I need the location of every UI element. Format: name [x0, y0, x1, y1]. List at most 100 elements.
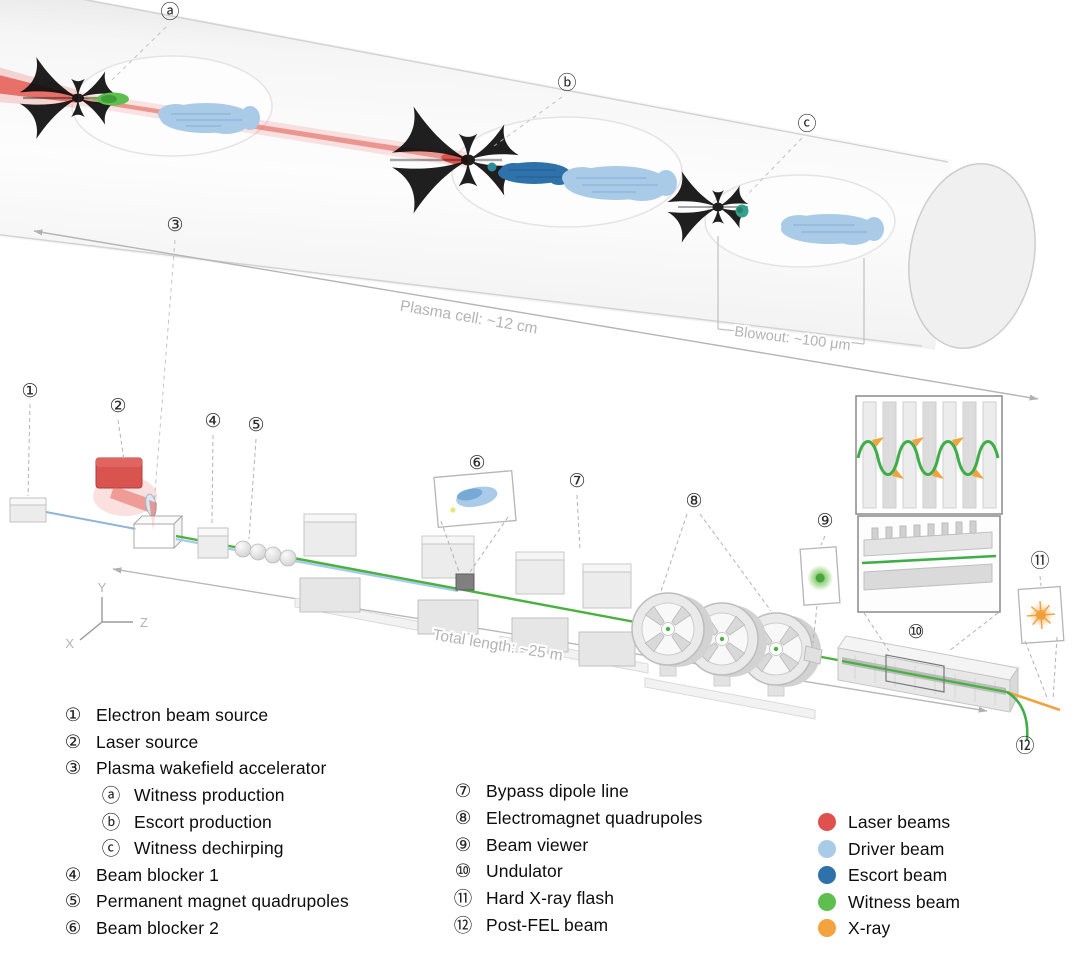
xray-color-dot — [818, 919, 836, 937]
legend-label: Beam blocker 1 — [96, 864, 219, 885]
legend-item-beam-blocker-1: ④ Beam blocker 1 — [62, 864, 219, 886]
legend-item-undulator: ⑩ Undulator — [452, 860, 563, 882]
insetB-leaders — [863, 612, 999, 652]
legend-label: Laser beams — [848, 811, 951, 832]
undulator-top-fins — [871, 520, 977, 541]
witness-beam-c — [735, 204, 749, 218]
marker-12: ⑫ — [1015, 736, 1035, 757]
coordinate-axes — [79, 597, 133, 641]
legend-num: ④ — [64, 864, 82, 885]
laser-cone — [110, 486, 148, 512]
legend-label: Beam blocker 2 — [96, 917, 219, 938]
legend-item-beam-blocker-2: ⑥ Beam blocker 2 — [62, 917, 219, 939]
marker-2: ② — [109, 396, 127, 417]
post-fel-beam-line — [1006, 690, 1029, 741]
beam-viewer-card-9 — [799, 546, 841, 606]
legend-item-post-fel-beam: ⑫ Post-FEL beam — [452, 914, 608, 937]
legend-label: Escort beam — [848, 864, 948, 885]
legend-item-laser-beams: Laser beams — [818, 811, 950, 833]
marker-1: ① — [21, 381, 39, 402]
legend-item-hard-xray-flash: ⑪ Hard X-ray flash — [452, 887, 615, 910]
witness-dot-on-screen — [450, 507, 456, 513]
plasma-structure-a — [19, 56, 117, 140]
legend-item-plasma-wakefield-accelerator: ③ Plasma wakefield accelerator — [62, 757, 327, 779]
legend-item-witness-production: ⓐ Witness production — [100, 784, 285, 807]
undulator-magnet-slabs — [862, 401, 997, 509]
marker-4: ④ — [204, 411, 222, 432]
marker-a: ⓐ — [160, 2, 180, 23]
marker-7: ⑦ — [568, 471, 586, 492]
legend-num: ⓑ — [101, 812, 121, 833]
legend-item-laser-source: ② Laser source — [62, 731, 199, 753]
marker-8: ⑧ — [685, 491, 703, 512]
legend-item-bypass-dipole-line: ⑦ Bypass dipole line — [452, 780, 629, 802]
witness-beam-b — [487, 162, 497, 172]
injector-beam-line — [45, 511, 137, 530]
legend-item-witness-beam: Witness beam — [818, 891, 960, 913]
card11-leaders — [1024, 636, 1058, 701]
plasma-structure-c — [667, 171, 749, 243]
inset-undulator-interior — [857, 515, 1001, 613]
dipole-assembly-1 — [299, 513, 361, 613]
xray-beam-line — [1006, 690, 1061, 712]
legend-label: Undulator — [486, 860, 563, 881]
legend-label: Driver beam — [848, 838, 945, 859]
legend-num: ⑧ — [454, 807, 472, 828]
marker-b: ⓑ — [557, 73, 577, 94]
plasma-cell-box — [132, 514, 184, 550]
legend-item-xray: X-ray — [818, 917, 890, 939]
legend-item-permanent-magnet-quadrupoles: ⑤ Permanent magnet quadrupoles — [62, 890, 349, 912]
escort-beam-color-dot — [818, 866, 836, 884]
driver-beam-color-dot — [818, 840, 836, 858]
electron-beam-source — [9, 497, 47, 523]
axis-x-label: X — [65, 636, 74, 651]
driver-beam-blob-a — [158, 103, 260, 134]
laser-source — [93, 457, 157, 530]
bypass-dipole-2 — [578, 563, 636, 667]
beam-blocker-1 — [197, 527, 229, 559]
inset-undulator-principle — [855, 395, 1003, 515]
blowout-bracket — [717, 236, 865, 345]
legend-num: ⑩ — [454, 860, 472, 881]
legend-label: Plasma wakefield accelerator — [96, 757, 327, 778]
legend-label: Electromagnet quadrupoles — [486, 807, 703, 828]
legend-label: Electron beam source — [96, 704, 269, 725]
legend-item-driver-beam: Driver beam — [818, 838, 944, 860]
permanent-magnet-quadrupoles — [234, 540, 297, 567]
marker-10: ⑩ — [907, 622, 925, 643]
oscillating-electron-path — [856, 440, 1000, 476]
electromagnet-quadrupole-2 — [685, 602, 767, 677]
driver-beam-blob-b — [562, 166, 677, 201]
legend-item-escort-production: ⓑ Escort production — [100, 811, 272, 834]
legend-item-beam-viewer: ⑨ Beam viewer — [452, 834, 588, 856]
plasma-structure-b — [390, 106, 519, 214]
bypass-dipole-1 — [511, 551, 569, 653]
legend-label: Witness beam — [848, 891, 961, 912]
legend-label: X-ray — [848, 917, 891, 938]
legend-label: Permanent magnet quadrupoles — [96, 890, 349, 911]
legend-item-escort-beam: Escort beam — [818, 864, 947, 886]
legend-label: Escort production — [134, 811, 272, 832]
radiation-arrows — [872, 437, 984, 479]
legend-item-electron-beam-source: ① Electron beam source — [62, 704, 268, 726]
legend-num: ⑫ — [453, 915, 473, 936]
dipole-assembly-2 — [417, 535, 479, 635]
legend-num: ⑪ — [453, 888, 473, 909]
marker-5: ⑤ — [247, 415, 265, 436]
laser-beams-color-dot — [818, 813, 836, 831]
legend-label: Laser source — [96, 731, 199, 752]
electromagnet-quadrupole-1 — [631, 592, 713, 667]
legend-item-electromagnet-quadrupoles: ⑧ Electromagnet quadrupoles — [452, 807, 703, 829]
card6-leaders — [440, 516, 509, 573]
marker-leader-lines — [27, 403, 1042, 612]
legend-label: Hard X-ray flash — [486, 887, 615, 908]
legend-num: ⑥ — [64, 917, 82, 938]
undulator-zoom-box — [885, 654, 945, 693]
axis-y-label: Y — [98, 580, 107, 595]
marker-6: ⑥ — [468, 453, 486, 474]
legend-num: ⓐ — [101, 785, 121, 806]
marker-9: ⑨ — [816, 511, 834, 532]
legend-num: ① — [64, 704, 82, 725]
legend-label: Beam viewer — [486, 834, 589, 855]
